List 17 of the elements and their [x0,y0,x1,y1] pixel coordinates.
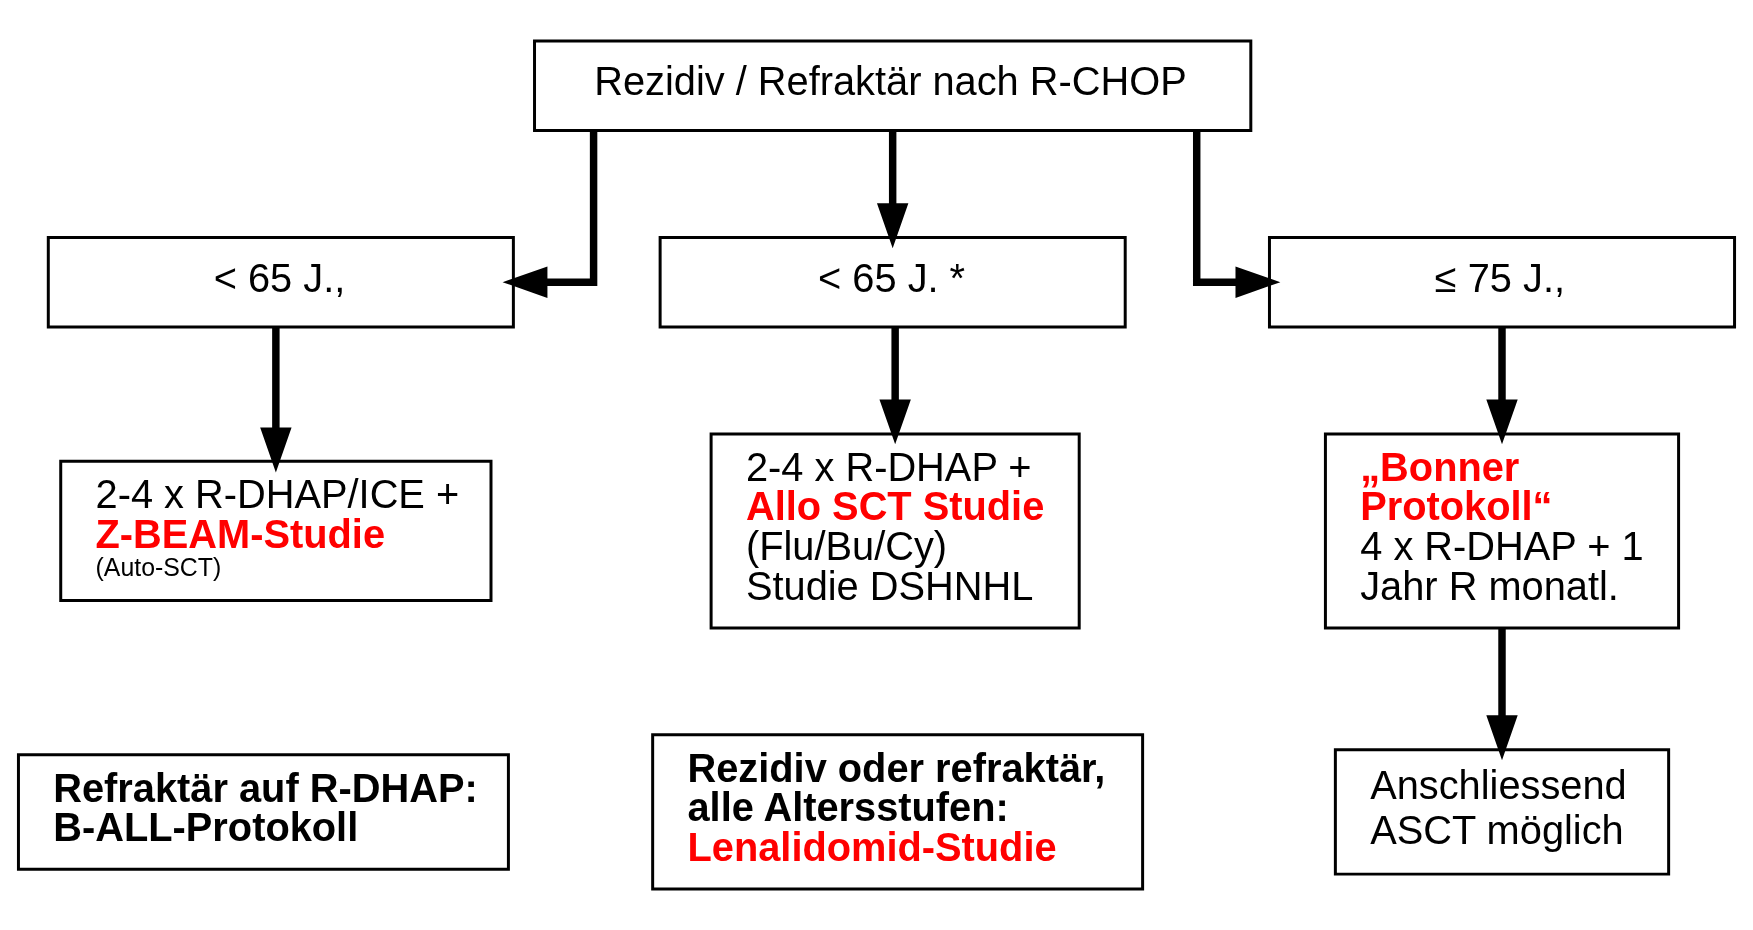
arrow [1486,327,1518,445]
node-box: ≤ 75 J., [1267,235,1737,329]
arrow [879,327,911,445]
node-box: < 65 J., [46,235,515,329]
arrow [1193,131,1281,298]
node-box: Refraktär auf R-DHAP: B-ALL-Protokoll [16,753,510,871]
node-box: 2-4 x R-DHAP/ICE + Z-BEAM-Studie (Auto-SCT) [59,459,493,603]
node-box: „Bonner Protokoll“ 4 x R-DHAP + 1 Jahr R monatl. [1323,432,1681,630]
arrow [502,131,598,298]
node-box: Rezidiv / Refraktär nach R-CHOP [533,39,1253,132]
node-box: 2-4 x R-DHAP + Allo SCT Studie (Flu/Bu/Cy) Studie DSHNHL [709,432,1081,630]
node-box: < 65 J. * [658,235,1127,329]
arrow [1486,628,1518,761]
node-box: Anschliessend ASCT möglich [1333,748,1671,876]
node-box: Rezidiv oder refraktär, alle Altersstufen: Lenalidomid-Studie [651,733,1145,891]
arrow [260,327,292,473]
arrow [876,131,909,249]
